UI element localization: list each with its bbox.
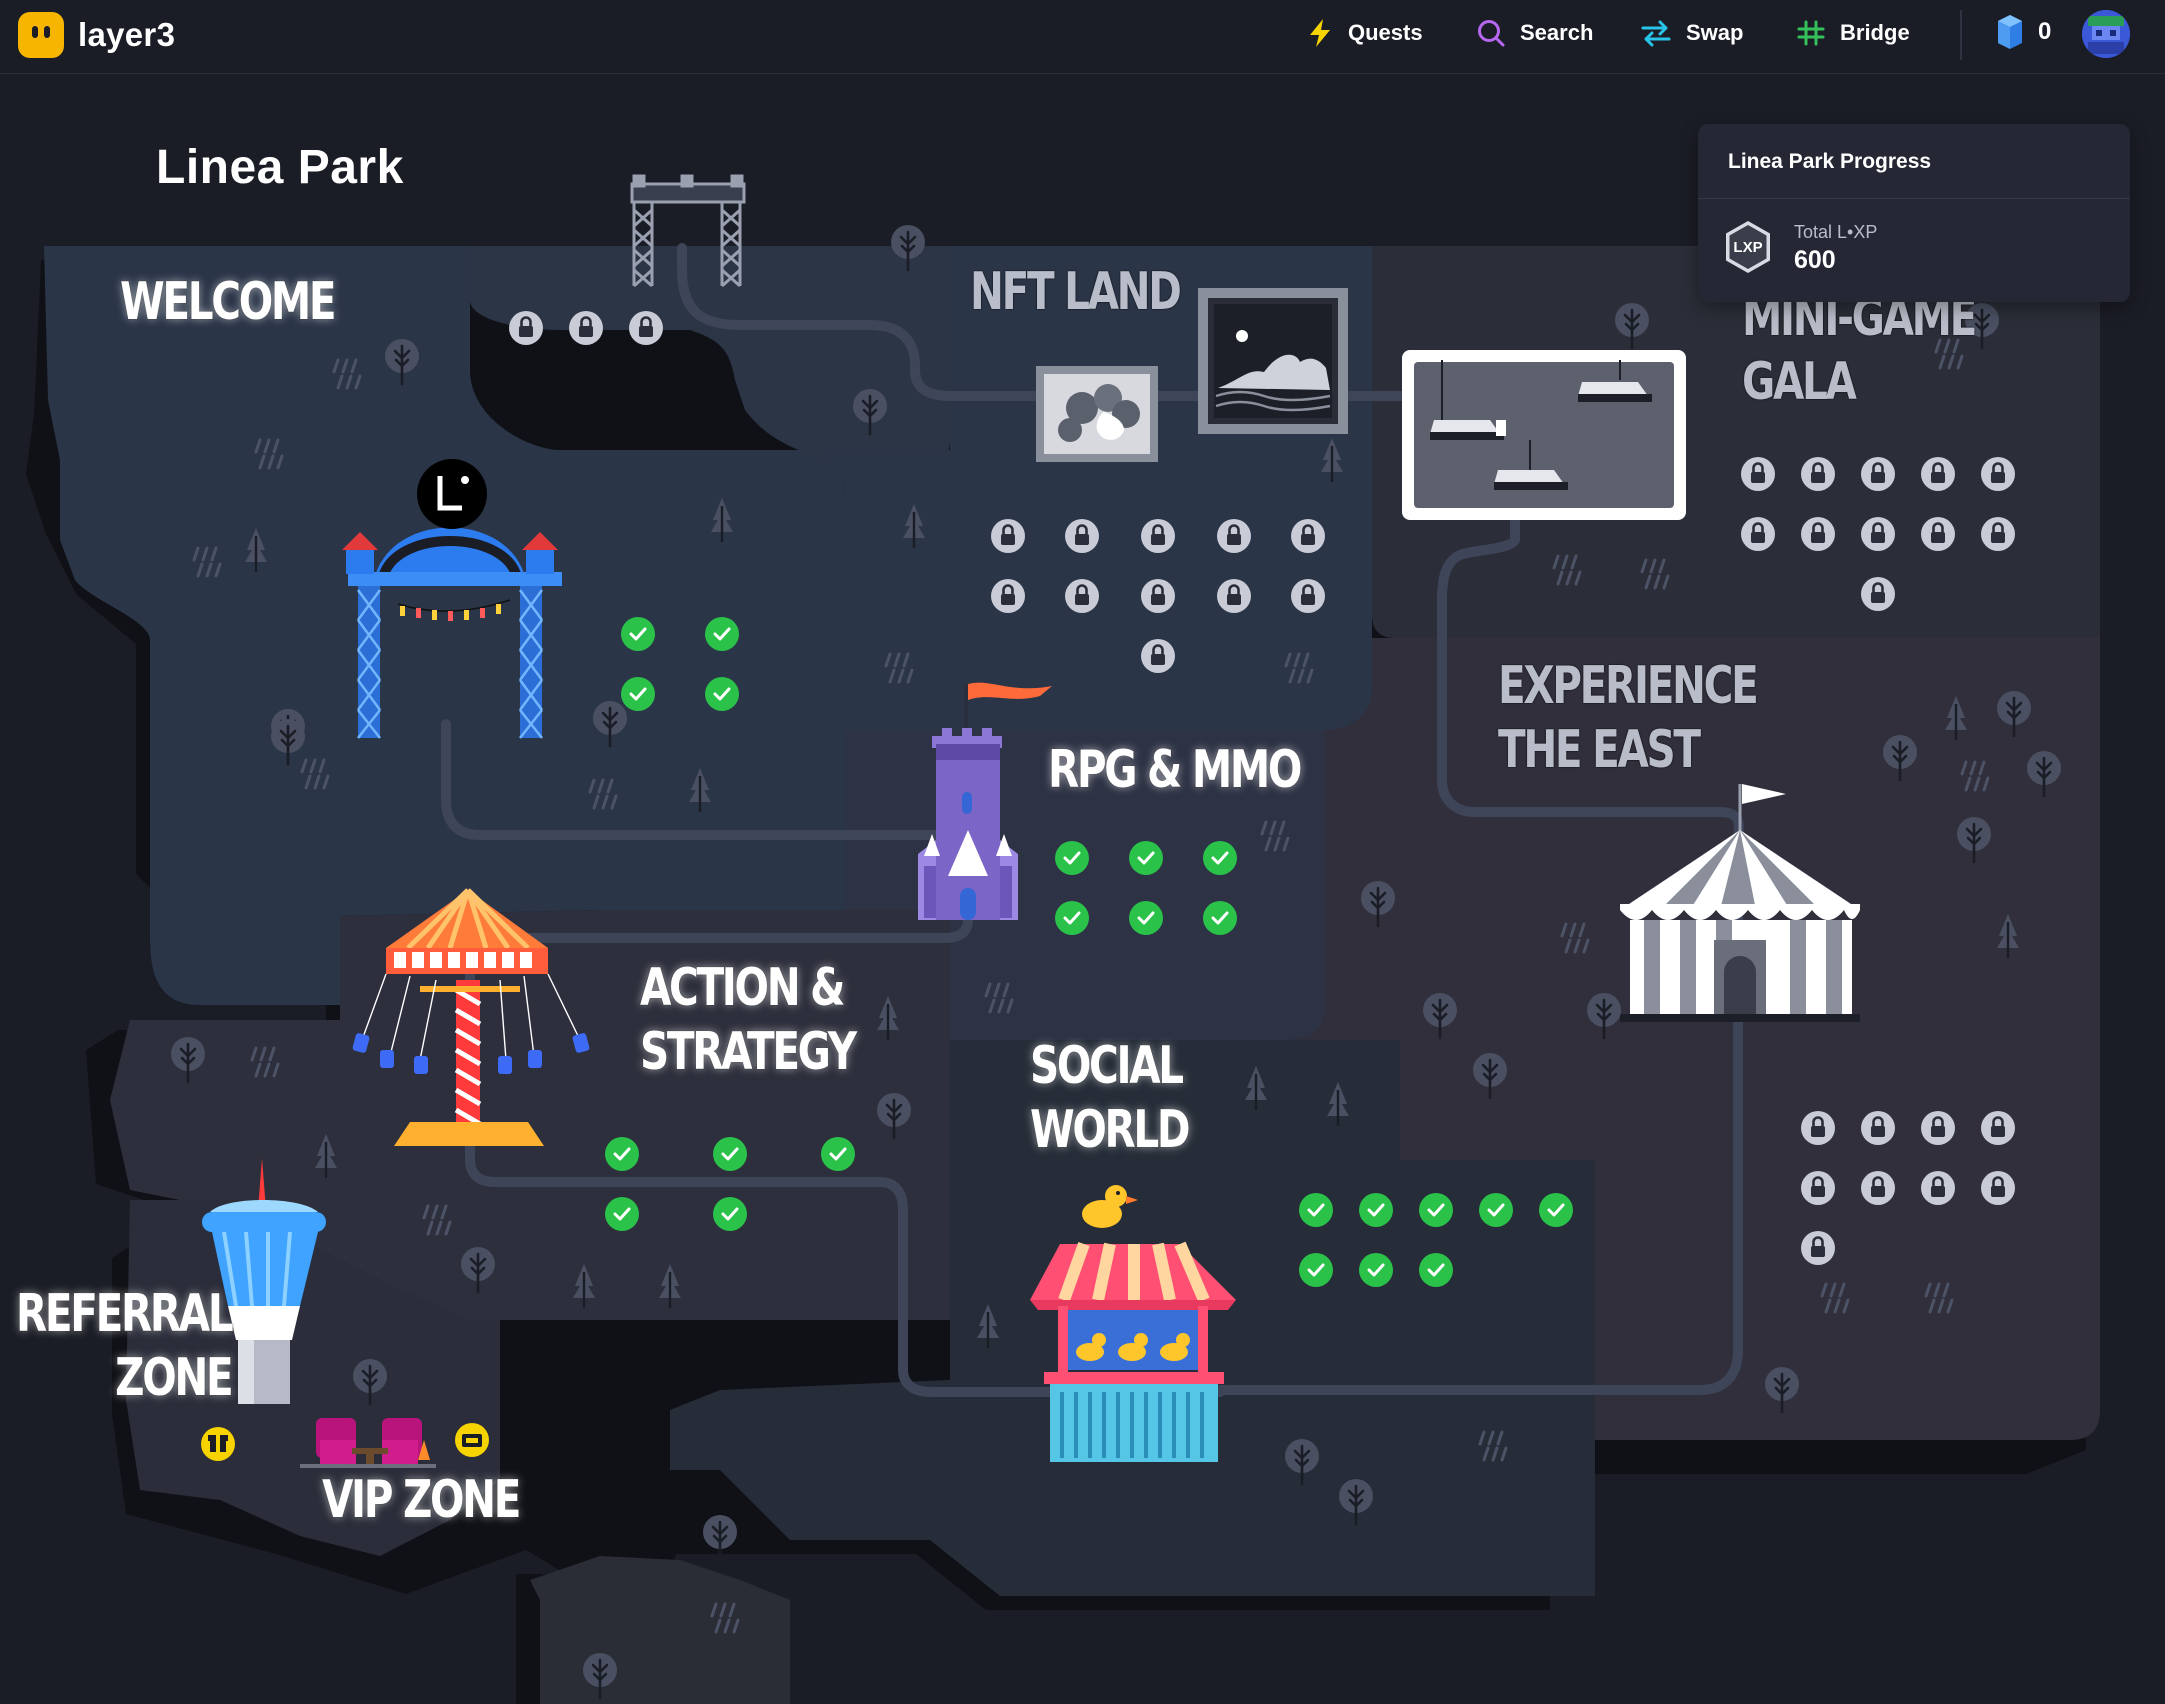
duck-booth: [1030, 1185, 1236, 1462]
page-title: Linea Park: [156, 141, 404, 194]
lxp-stat-value: 600: [1794, 246, 1836, 274]
nav-bridge-label: Bridge: [1840, 20, 1910, 45]
zone-label-welcome[interactable]: WELCOME: [120, 272, 337, 332]
gem-balance[interactable]: 0: [1996, 14, 2051, 50]
referral-tower: [202, 1158, 326, 1404]
nft-frame-small: [1036, 366, 1158, 462]
progress-panel: Linea Park Progress LXP Total L•XP 600: [1698, 124, 2130, 302]
nav-search-label: Search: [1520, 20, 1594, 45]
zone-label-experience-the-east[interactable]: EXPERIENCE THE EAST: [1498, 656, 1759, 780]
nav-bridge-link[interactable]: Bridge: [1796, 0, 1910, 66]
nft-frame-large: [1198, 288, 1348, 434]
zone-label-vip-zone[interactable]: VIP ZONE: [322, 1470, 521, 1530]
vip-lounge: [300, 1418, 436, 1468]
nav-search-link[interactable]: Search: [1476, 0, 1593, 66]
nav-divider: [1960, 10, 1962, 60]
layer3-logo-icon: [18, 12, 64, 58]
swap-icon: [1641, 20, 1671, 47]
zone-label-referral-zone[interactable]: REFERRAL ZONE: [16, 1284, 234, 1408]
gem-icon: [1998, 15, 2022, 49]
nav-swap-label: Swap: [1686, 20, 1744, 45]
nav-swap-link[interactable]: Swap: [1640, 0, 1743, 66]
brand-name: layer3: [78, 16, 176, 53]
region-south-tail: [530, 1556, 790, 1704]
zone-label-action-strategy[interactable]: ACTION & STRATEGY: [640, 958, 857, 1082]
zone-label-mini-game-gala[interactable]: MINI-GAME GALA: [1742, 288, 1977, 412]
linea-park-map: Linea Park WELCOME NFT LAND MINI-GAME GA…: [0, 74, 2165, 1704]
nav-quests-link[interactable]: Quests: [1306, 0, 1423, 66]
power-pylon: [630, 174, 746, 288]
lightning-icon: [1310, 19, 1330, 47]
region-welcome: [44, 246, 845, 1005]
region-experience-the-east: [1290, 638, 2100, 1440]
bumper-car-card: [1402, 350, 1686, 520]
search-icon: [1478, 20, 1505, 47]
locked-top-quest-markers: [507, 309, 665, 347]
lxp-badge-icon: LXP: [1724, 220, 1772, 274]
rpg-castle: [918, 682, 1052, 920]
zone-label-nft-land[interactable]: NFT LAND: [970, 262, 1182, 322]
region-locked-top: [470, 246, 950, 470]
region-mini-game-gala: [1372, 246, 2100, 638]
avatar-pixel-art: [2082, 10, 2130, 58]
swing-ride: [352, 888, 590, 1146]
progress-title: Linea Park Progress: [1728, 150, 1932, 173]
zone-label-rpg-mmo[interactable]: RPG & MMO: [1048, 740, 1302, 800]
nav-quests-label: Quests: [1348, 20, 1423, 45]
bridge-icon: [1797, 20, 1825, 46]
vip-ticket-icon: [455, 1423, 489, 1457]
progress-divider: [1698, 198, 2130, 199]
top-navigation-bar: layer3 Quests Search Swap Bridge 0: [0, 0, 2165, 74]
welcome-arch: [342, 459, 562, 739]
lxp-badge-text: LXP: [1733, 239, 1762, 256]
brand-logo-link[interactable]: layer3: [18, 12, 175, 58]
gem-count-value: 0: [2038, 18, 2052, 45]
zone-label-social-world[interactable]: SOCIAL WORLD: [1030, 1036, 1191, 1160]
map-terrain: [26, 174, 2100, 1704]
lxp-stat-label: Total L•XP: [1794, 222, 1878, 242]
user-avatar[interactable]: [2082, 10, 2130, 58]
circus-tent: [1620, 784, 1860, 1022]
referral-gift-icon: [201, 1427, 235, 1461]
